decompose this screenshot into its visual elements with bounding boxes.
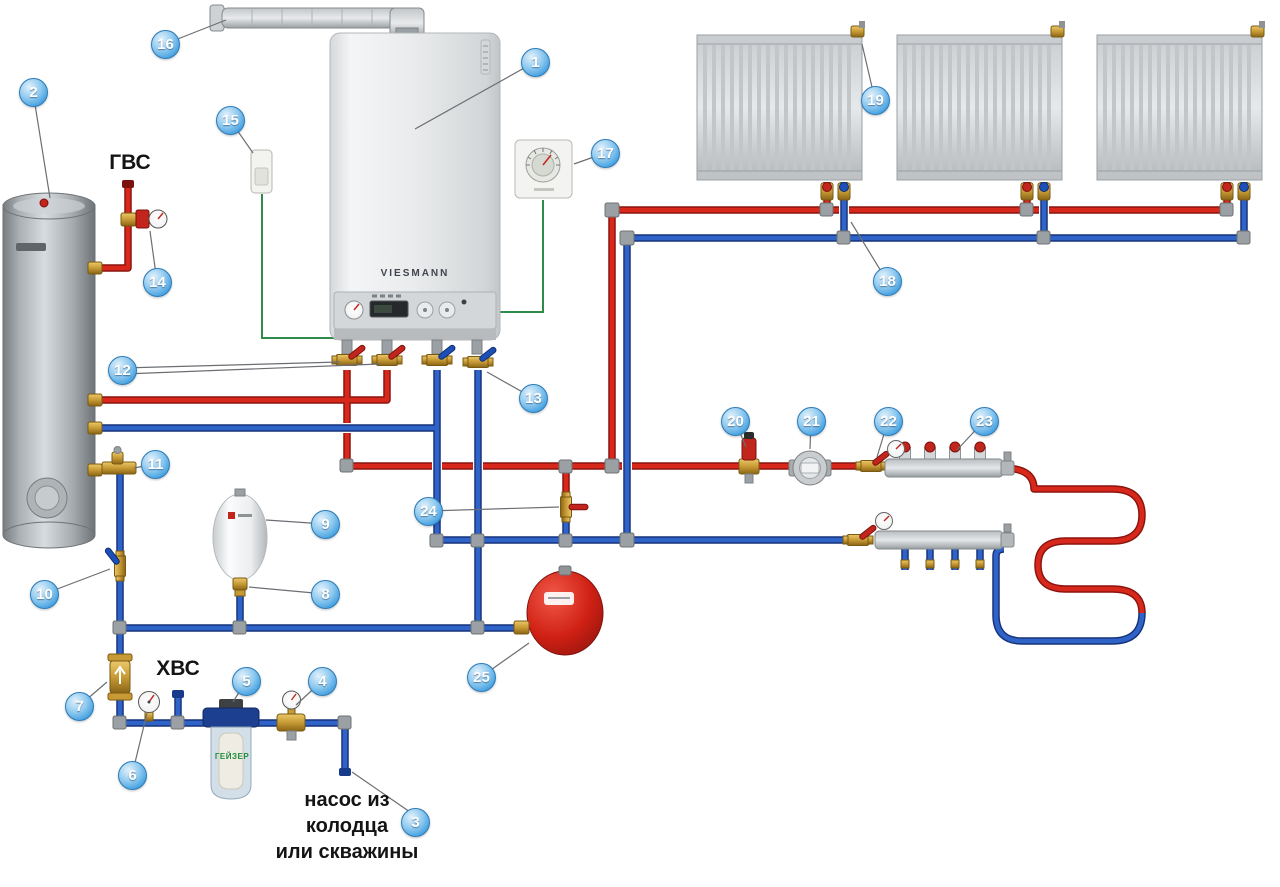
- callout-7: 7: [65, 692, 94, 721]
- callout-14: 14: [143, 268, 172, 297]
- callout-19: 19: [861, 86, 890, 115]
- callout-4: 4: [308, 667, 337, 696]
- pressure-reducer: [276, 690, 306, 741]
- label-well-pump-line2: колодца: [305, 815, 389, 837]
- callout-12: 12: [108, 356, 137, 385]
- callout-16: 16: [151, 30, 180, 59]
- boiler: [329, 32, 501, 355]
- callout-11: 11: [141, 450, 170, 479]
- safety-valve-group: [738, 432, 760, 484]
- callout-23: 23: [970, 407, 999, 436]
- bypass-valve: [560, 491, 589, 523]
- heating-expansion-tank: [513, 565, 604, 656]
- cold-water-pipes: [99, 182, 1244, 770]
- callout-24: 24: [414, 497, 443, 526]
- pipe-fittings: [112, 202, 1251, 730]
- tank-connection-fitting: [232, 577, 248, 591]
- callout-2: 2: [19, 78, 48, 107]
- radiator-1: [695, 19, 867, 202]
- filter-brand-label: ГЕЙЗЕР: [214, 752, 250, 761]
- callout-6: 6: [118, 761, 147, 790]
- label-well-pump-line1: насос из: [304, 789, 390, 811]
- callout-9: 9: [311, 510, 340, 539]
- callout-3: 3: [401, 808, 430, 837]
- radiator-2: [895, 19, 1067, 202]
- callout-15: 15: [216, 106, 245, 135]
- label-cold-water-supply: ХВС: [156, 657, 200, 680]
- outdoor-sensor: [250, 149, 273, 194]
- callout-17: 17: [591, 139, 620, 168]
- callout-5: 5: [232, 667, 261, 696]
- circulation-pump: [788, 450, 832, 486]
- storage-tank: [2, 192, 103, 549]
- callout-21: 21: [797, 407, 826, 436]
- callout-10: 10: [30, 580, 59, 609]
- room-thermostat: [514, 139, 573, 199]
- label-hot-water-supply: ГВС: [109, 151, 151, 174]
- dhw-safety-group: [120, 209, 168, 229]
- callout-22: 22: [874, 407, 903, 436]
- floor-heating-manifold: [874, 440, 1015, 569]
- callout-13: 13: [519, 384, 548, 413]
- callout-1: 1: [521, 48, 550, 77]
- label-well-pump-line3: или скважины: [275, 841, 419, 863]
- pressure-gauge: [138, 691, 160, 722]
- radiator-3: [1095, 19, 1267, 202]
- dhw-expansion-tank: [212, 488, 268, 597]
- water-filter: [202, 699, 260, 800]
- callout-25: 25: [467, 663, 496, 692]
- callout-8: 8: [311, 580, 340, 609]
- label-well-pump: насос из колодца или скважины: [256, 787, 438, 865]
- check-valve: [107, 653, 133, 701]
- boiler-brand-label: VIESMANN: [380, 268, 450, 279]
- manifold-return-valve: [842, 523, 878, 546]
- callout-18: 18: [873, 267, 902, 296]
- tank-inlet-fitting: [101, 446, 137, 475]
- cold-line-valve: [103, 546, 126, 582]
- pipe-end-caps: [122, 180, 351, 776]
- callout-20: 20: [721, 407, 750, 436]
